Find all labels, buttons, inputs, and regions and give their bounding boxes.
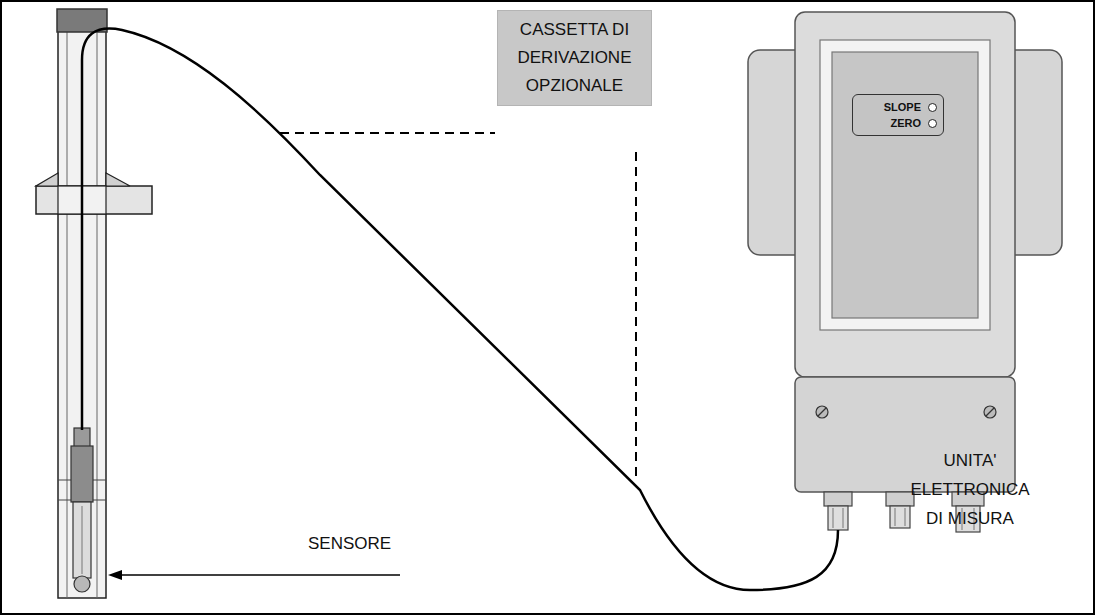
led-symbol — [928, 119, 937, 128]
leader-arrow — [120, 574, 400, 576]
leader-line — [635, 152, 637, 480]
leader-line — [280, 132, 495, 134]
arrow-head — [108, 570, 122, 580]
indicator-row: SLOPE — [859, 99, 937, 115]
indicator-text: SLOPE — [884, 101, 921, 113]
sensor-cable — [82, 29, 838, 590]
box-text: CASSETTA DI DERIVAZIONE OPZIONALE — [506, 16, 643, 100]
part-label: SENSORE — [308, 533, 418, 555]
led-symbol — [928, 103, 937, 112]
indicator-row: ZERO — [859, 115, 937, 131]
indicator-panel: SLOPE ZERO — [852, 94, 944, 136]
probe-holder — [36, 9, 152, 598]
electronic-unit — [748, 12, 1062, 532]
unit-label: UNITA' ELETTRONICA DI MISURA — [906, 446, 1034, 533]
sensor-figure — [71, 428, 93, 592]
junction-box: CASSETTA DI DERIVAZIONE OPZIONALE — [497, 10, 652, 106]
indicator-text: ZERO — [890, 117, 921, 129]
